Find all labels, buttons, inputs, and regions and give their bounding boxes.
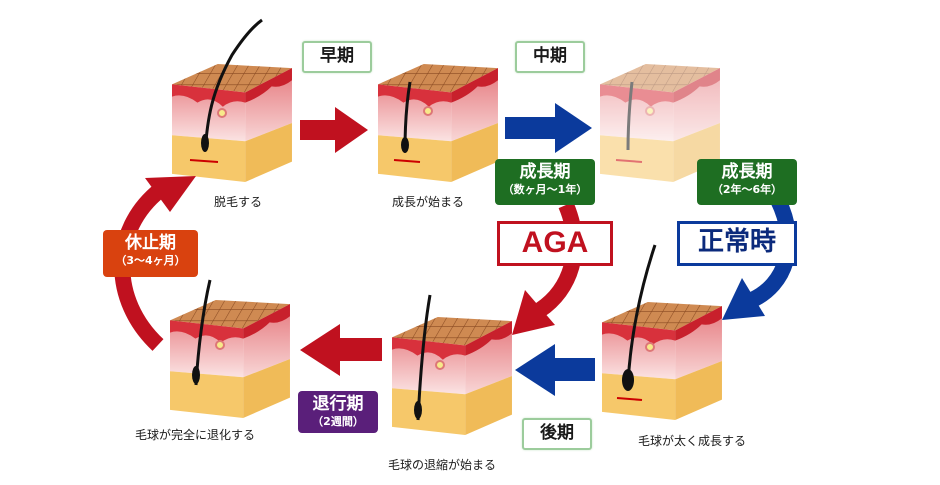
phase-resting: 休止期 （3～4ヶ月） bbox=[103, 230, 198, 277]
cube-bulb-thick bbox=[602, 244, 722, 420]
stage-late: 後期 bbox=[522, 418, 592, 450]
cube-middle bbox=[600, 64, 720, 182]
caption-growth-start: 成長が始まる bbox=[391, 195, 465, 209]
cube-growth-start bbox=[378, 64, 498, 182]
phase-duration: （3～4ヶ月） bbox=[115, 254, 186, 267]
phase-title: 退行期 bbox=[312, 394, 364, 414]
caption-shedding: 脱毛する bbox=[213, 195, 263, 209]
caption-bulb-thick: 毛球が太く成長する bbox=[637, 434, 747, 448]
stage-early: 早期 bbox=[302, 41, 372, 73]
phase-duration: （2年～6年） bbox=[711, 183, 783, 196]
cube-bulb-shrink bbox=[392, 294, 512, 435]
condition-normal: 正常時 bbox=[677, 221, 797, 266]
cube-shedding bbox=[172, 18, 292, 182]
arrow-left-red bbox=[300, 324, 382, 376]
phase-title: 成長期 bbox=[721, 162, 773, 182]
arrow-right-blue bbox=[505, 103, 592, 153]
caption-bulb-shrink: 毛球の退縮が始まる bbox=[387, 458, 497, 472]
phase-growth-normal: 成長期 （2年～6年） bbox=[697, 159, 797, 205]
stage-middle: 中期 bbox=[515, 41, 585, 73]
arrow-right-red bbox=[300, 107, 368, 153]
cube-bulb-degenerate bbox=[170, 279, 290, 418]
phase-regression: 退行期 （2週間） bbox=[298, 391, 378, 433]
phase-title: 成長期 bbox=[519, 162, 571, 182]
phase-duration: （数ヶ月～1年） bbox=[502, 183, 588, 196]
phase-growth-aga: 成長期 （数ヶ月～1年） bbox=[495, 159, 595, 205]
condition-aga: AGA bbox=[497, 221, 613, 266]
arrow-curve-aga bbox=[512, 201, 583, 335]
phase-title: 休止期 bbox=[125, 233, 176, 253]
arrow-left-blue bbox=[515, 344, 595, 396]
phase-duration: （2週間） bbox=[312, 415, 364, 428]
caption-bulb-degenerate: 毛球が完全に退化する bbox=[134, 428, 256, 442]
